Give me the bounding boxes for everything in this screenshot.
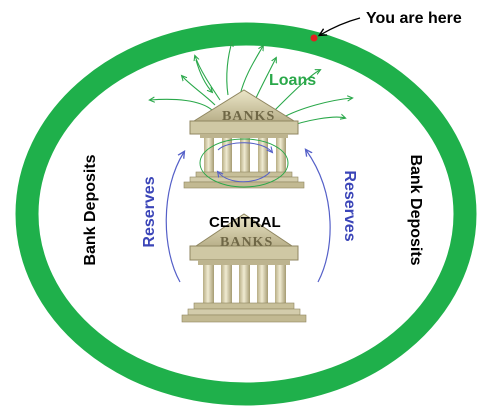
bank-deposits-label-left: Bank Deposits <box>82 154 99 265</box>
banks-plaque: BANKS <box>222 109 275 124</box>
central-label: CENTRAL <box>209 214 281 231</box>
loans-arrows <box>150 42 352 129</box>
loans-label: Loans <box>269 72 316 89</box>
bank-deposits-label-right: Bank Deposits <box>407 154 424 265</box>
reserves-label-right: Reserves <box>341 170 358 241</box>
central-bank-plaque: BANKS <box>220 235 273 250</box>
reserves-arrows <box>165 150 331 283</box>
reserves-loop-scribble <box>199 138 289 188</box>
reserves-label-left: Reserves <box>141 176 158 247</box>
you-are-here-pointer <box>320 17 361 35</box>
central-bank-building: BANKS <box>181 213 307 323</box>
deposits-ring <box>15 22 477 406</box>
you-are-here-marker <box>310 34 318 42</box>
you-are-here-label: You are here <box>366 10 462 27</box>
